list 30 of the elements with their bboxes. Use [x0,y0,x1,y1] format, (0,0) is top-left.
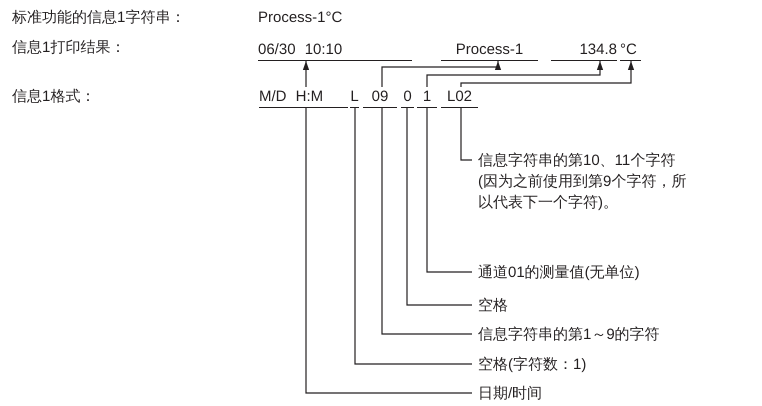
leader-line [305,108,472,394]
leader-line [460,108,472,161]
description-text: 信息字符串的第1～9的字符 [478,324,678,345]
arrow [426,61,604,87]
leader-line [426,108,472,273]
description-text: 信息字符串的第10、11个字符(因为之前使用到第9个字符，所以代表下一个字符)。 [478,150,690,213]
description-text: 日期/时间 [478,383,558,404]
arrow [381,61,502,87]
format-code: L [350,87,359,108]
string-value: Process-1°C [258,8,342,28]
row-label: 标准功能的信息1字符串： [12,8,186,28]
format-code: 09 [363,87,397,108]
format-code: L02 [441,87,478,108]
leader-line [354,108,472,365]
row-label: 信息1格式： [12,87,96,107]
arrow [302,61,310,87]
format-code: M/D H:M [259,87,348,108]
description-text: 通道01的测量值(无单位) [478,262,668,283]
row-label: 信息1打印结果： [12,38,126,58]
arrow [460,61,634,87]
print-result-text: 06/30 10:10 [258,40,412,61]
format-code: 1 [417,87,437,108]
print-result-text: °C [620,40,641,61]
leader-line [406,108,472,306]
leader-line [381,108,472,335]
print-result-text: Process-1 [441,40,538,61]
description-text: 空格 [478,295,518,316]
description-text: 空格(字符数：1) [478,354,608,375]
print-result-text: 134.8 [551,40,617,61]
format-code: 0 [401,87,414,108]
